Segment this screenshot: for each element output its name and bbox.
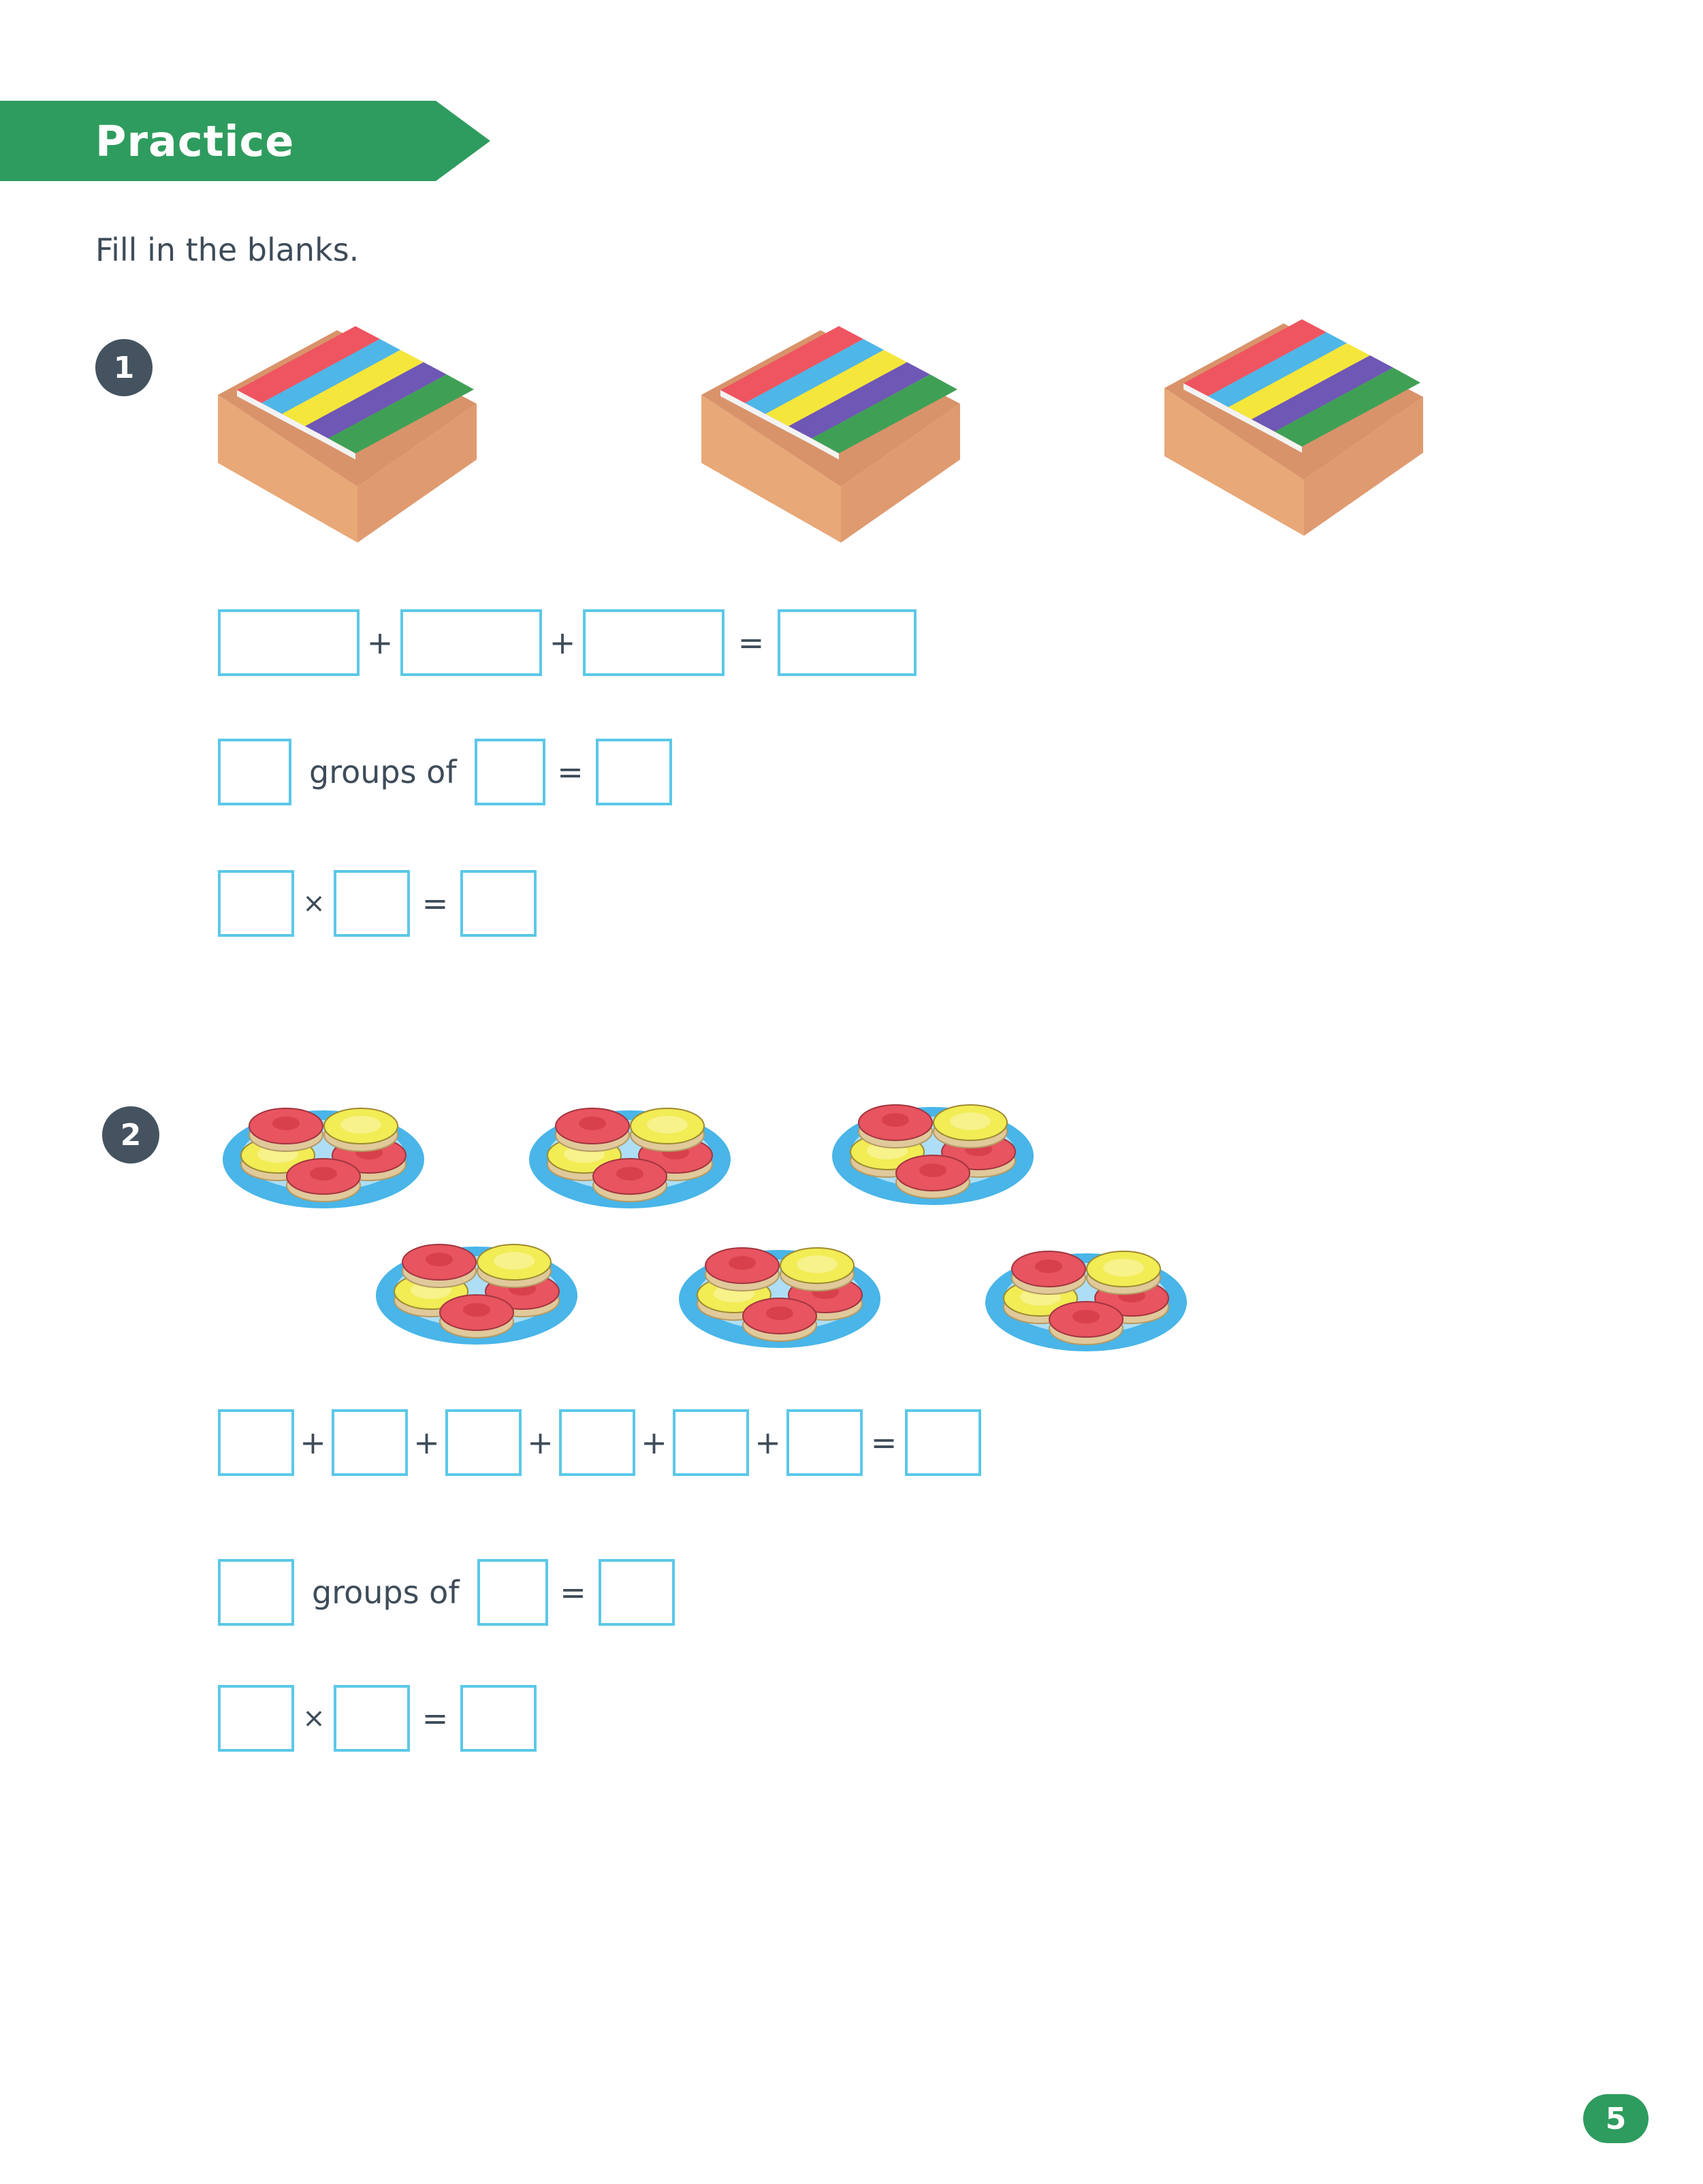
carton-of-books-3: [1164, 319, 1423, 536]
answer-blank[interactable]: [786, 1409, 863, 1476]
operator-times: ×: [302, 1703, 325, 1734]
operator-times: ×: [302, 888, 325, 919]
answer-blank[interactable]: [334, 1685, 410, 1752]
plate-of-tarts-6: [985, 1251, 1187, 1351]
operator-plus: +: [641, 1424, 667, 1461]
plate-of-tarts-1: [223, 1108, 424, 1208]
answer-blank[interactable]: [474, 739, 545, 805]
answer-blank[interactable]: [583, 609, 725, 676]
operator-equals: =: [421, 885, 449, 922]
answer-blank[interactable]: [332, 1409, 408, 1476]
operator-plus: +: [413, 1424, 440, 1461]
answer-blank[interactable]: [218, 1409, 294, 1476]
q2-row-multiplication: × =: [218, 1685, 537, 1752]
q1-row-groups-of: groups of =: [218, 739, 672, 805]
answer-blank-result[interactable]: [595, 739, 672, 805]
operator-plus: +: [549, 624, 576, 661]
plate-of-tarts-2: [529, 1108, 731, 1208]
practice-banner-shape: Practice: [0, 101, 490, 181]
groups-of-label: groups of: [312, 1574, 460, 1611]
operator-equals: =: [557, 754, 584, 790]
operator-equals: =: [560, 1574, 586, 1611]
groups-of-label: groups of: [309, 754, 457, 790]
answer-blank[interactable]: [559, 1409, 635, 1476]
q1-row-multiplication: × =: [218, 870, 537, 937]
operator-plus: +: [300, 1424, 326, 1461]
answer-blank[interactable]: [334, 870, 410, 937]
operator-equals: =: [870, 1424, 897, 1461]
answer-blank[interactable]: [218, 1685, 294, 1752]
answer-blank-result[interactable]: [905, 1409, 981, 1476]
answer-blank[interactable]: [218, 870, 294, 937]
plate-of-tarts-5: [679, 1247, 880, 1348]
carton-of-books-1: [218, 326, 477, 543]
operator-equals: =: [737, 624, 765, 661]
answer-blank[interactable]: [400, 609, 542, 676]
operator-plus: +: [366, 624, 394, 661]
question-number-1: 1: [95, 339, 153, 396]
q1-row-addition: + + =: [218, 609, 917, 676]
answer-blank-result[interactable]: [778, 609, 917, 676]
answer-blank-result[interactable]: [460, 870, 537, 937]
plate-of-tarts-3: [832, 1104, 1034, 1205]
practice-banner-label: Practice: [95, 116, 295, 166]
operator-equals: =: [421, 1700, 449, 1737]
q2-row-addition: + + + + + =: [218, 1409, 981, 1476]
answer-blank-result[interactable]: [460, 1685, 537, 1752]
question-number-2: 2: [102, 1106, 159, 1163]
carton-of-books-2: [701, 326, 960, 543]
instruction-text: Fill in the blanks.: [95, 231, 360, 268]
answer-blank[interactable]: [218, 1559, 294, 1626]
answer-blank[interactable]: [673, 1409, 749, 1476]
answer-blank[interactable]: [445, 1409, 522, 1476]
answer-blank-result[interactable]: [598, 1559, 675, 1626]
operator-plus: +: [754, 1424, 781, 1461]
answer-blank[interactable]: [218, 739, 291, 805]
q2-row-groups-of: groups of =: [218, 1559, 675, 1626]
plate-of-tarts-4: [376, 1244, 577, 1345]
answer-blank[interactable]: [477, 1559, 548, 1626]
practice-banner: Practice: [0, 101, 490, 181]
page-number-badge: 5: [1583, 2094, 1649, 2143]
answer-blank[interactable]: [218, 609, 360, 676]
operator-plus: +: [527, 1424, 554, 1461]
